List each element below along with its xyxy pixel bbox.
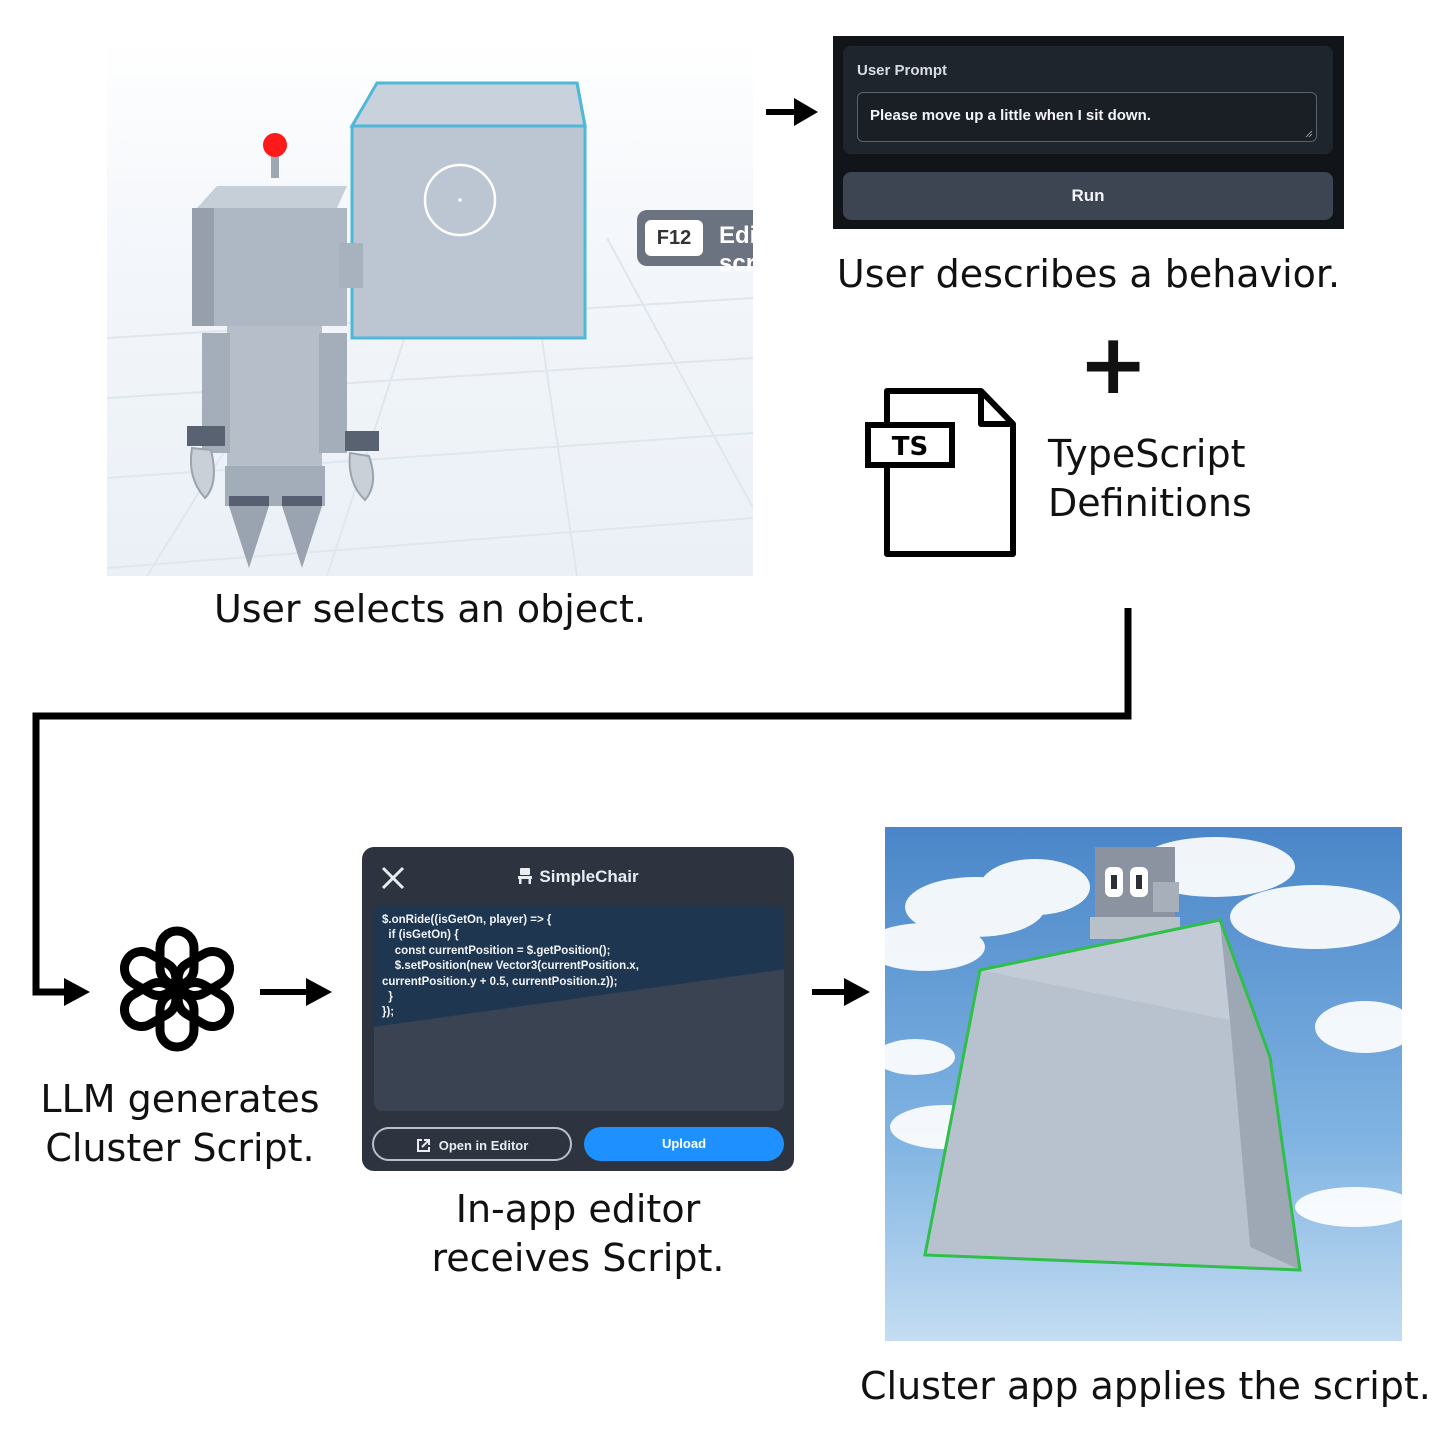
user-prompt-panel: User Prompt Please move up a little when…	[833, 36, 1344, 229]
caption-user-selects: User selects an object.	[213, 587, 647, 631]
code-editor-shade	[374, 905, 784, 1111]
open-in-editor-label: Open in Editor	[438, 1138, 529, 1153]
robot-avatar	[1090, 847, 1180, 939]
close-icon[interactable]	[380, 865, 406, 891]
editor-caption-line2: receives Script.	[431, 1236, 725, 1281]
caption-editor-receives: In-app editor receives Script.	[362, 1185, 794, 1284]
typescript-file-icon: TS	[865, 388, 1016, 557]
llm-caption-line2: Cluster Script.	[45, 1126, 315, 1171]
editor-caption-line1: In-app editor	[455, 1187, 701, 1231]
flow-connector-line	[32, 608, 1132, 1006]
editor-title-bar: SimpleChair	[362, 867, 794, 887]
code-editor-area[interactable]: $.onRide((isGetOn, player) => { if (isGe…	[374, 905, 784, 1111]
caption-user-describes: User describes a behavior.	[836, 252, 1341, 296]
prompt-input-value: Please move up a little when I sit down.	[870, 107, 1151, 124]
edit-script-prompt[interactable]: F12 Edit script	[637, 210, 753, 277]
upload-button[interactable]: Upload	[584, 1127, 784, 1161]
typescript-definitions-label: TypeScript Definitions	[1048, 430, 1252, 529]
arrow-right-icon	[766, 98, 818, 126]
arrow-right-icon	[812, 978, 870, 1006]
typescript-label-line2: Definitions	[1048, 481, 1252, 526]
open-in-editor-button[interactable]: Open in Editor	[372, 1127, 572, 1161]
scene-object-selection-art	[107, 81, 753, 576]
ts-badge-text: TS	[892, 432, 928, 462]
edit-script-label: Edit script	[719, 222, 753, 277]
arrow-right-icon	[64, 978, 90, 1006]
llm-caption-line1: LLM generates	[40, 1077, 320, 1121]
caption-llm-generates: LLM generates Cluster Script.	[30, 1075, 330, 1174]
openai-logo-icon	[119, 926, 235, 1052]
code-text: $.onRide((isGetOn, player) => { if (isGe…	[382, 914, 639, 1019]
external-link-icon	[416, 1139, 430, 1152]
caption-cluster-applies: Cluster app applies the script.	[860, 1364, 1431, 1408]
prompt-label: User Prompt	[857, 62, 948, 79]
resize-handle-icon[interactable]	[1305, 130, 1313, 138]
robot-avatar	[187, 133, 379, 568]
selected-cube[interactable]	[349, 81, 587, 340]
editor-title: SimpleChair	[539, 867, 639, 886]
applied-cube[interactable]	[923, 918, 1302, 1272]
scene-script-applied-art	[885, 827, 1402, 1341]
in-app-editor-panel: SimpleChair $.onRide((isGetOn, player) =…	[362, 847, 794, 1171]
run-button[interactable]: Run	[843, 172, 1333, 220]
scene-script-applied	[885, 827, 1402, 1341]
f12-key-badge: F12	[645, 220, 703, 256]
plus-sign: +	[1078, 315, 1149, 413]
scene-object-selection: F12 Edit script	[107, 38, 753, 576]
prompt-form: User Prompt Please move up a little when…	[843, 46, 1333, 154]
prompt-input[interactable]: Please move up a little when I sit down.	[857, 92, 1317, 142]
target-reticle-icon	[423, 163, 497, 237]
chair-icon	[518, 868, 533, 884]
arrow-right-icon	[260, 978, 332, 1006]
typescript-label-line1: TypeScript	[1048, 432, 1246, 476]
clouds	[885, 837, 1402, 1227]
